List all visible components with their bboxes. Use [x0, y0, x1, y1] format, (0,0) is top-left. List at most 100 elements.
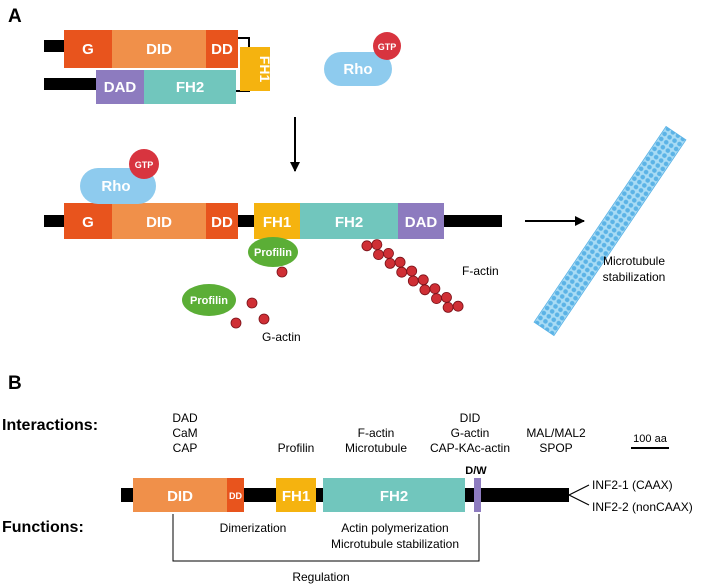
g-actin-label: G-actin [262, 330, 301, 344]
rho-label-free: Rho [343, 61, 372, 78]
g-actin-monomer-3 [258, 313, 270, 325]
f-actin-monomer [442, 301, 454, 313]
isoform-caax-label: INF2-1 (CAAX) [592, 478, 673, 492]
panel-label-a: A [8, 6, 22, 27]
fh2-domain-top [144, 70, 236, 104]
f-actin-monomer [441, 291, 452, 303]
microtubule-body [533, 125, 687, 337]
fh2-label-map: FH2 [380, 488, 408, 505]
dad-domain-top [96, 70, 144, 104]
did-label-top: DID [146, 41, 172, 58]
fh1-label-active: FH1 [263, 214, 291, 231]
backbone-line-top-2 [44, 78, 98, 90]
gtp-circle-bound [129, 149, 159, 179]
dd-domain-map [227, 478, 244, 512]
f-actin-monomer [371, 239, 383, 251]
profilin-bound: Profilin [248, 237, 298, 278]
f-actin-monomer [431, 293, 442, 305]
f-actin-monomer [417, 274, 429, 286]
f-actin-filament [361, 239, 464, 313]
gtp-label-free: GTP [378, 42, 397, 52]
gtp-circle-free [373, 32, 401, 60]
fh2-label-active: FH2 [335, 214, 363, 231]
f-actin-monomer [394, 256, 406, 268]
interaction-dad-gactin: G-actin [451, 426, 490, 440]
g-actin-monomer-2 [230, 317, 242, 329]
interaction-did-cap: CAP [173, 441, 198, 455]
profilin-label-bound: Profilin [254, 247, 292, 259]
f-actin-label: F-actin [462, 264, 499, 278]
interaction-did-cam: CaM [172, 426, 197, 440]
inf2-autoinhibited: G DID DD FH1 DAD FH2 [44, 30, 273, 104]
actin-monomer-on-profilin [276, 266, 288, 278]
profilin-label-free: Profilin [190, 295, 228, 307]
fh1-label-top: FH1 [257, 56, 273, 83]
g-actin-monomer-1 [246, 297, 258, 309]
dad-domain-active [398, 203, 444, 239]
dd-label-active: DD [211, 214, 233, 231]
regulation-bracket [172, 514, 480, 562]
rho-gtp-free: Rho GTP [324, 32, 401, 86]
inf2-active: G DID DD FH1 FH2 DAD [44, 203, 502, 239]
interaction-dad-did: DID [460, 411, 481, 425]
function-dimerization: Dimerization [220, 521, 287, 535]
f-actin-monomer [373, 249, 384, 261]
f-actin-monomer [407, 275, 419, 287]
f-actin-monomer [429, 283, 441, 295]
interaction-fh1-profilin: Profilin [278, 441, 315, 455]
isoform-noncaax-label: INF2-2 (nonCAAX) [592, 500, 693, 514]
functions-header: Functions: [2, 519, 84, 536]
rho-gtp-bound: Rho GTP [80, 149, 159, 204]
fh2-label-top: FH2 [176, 79, 204, 96]
fh1-domain-map [276, 478, 316, 512]
interactions-header: Interactions: [2, 417, 98, 434]
function-actin-polymerization: Actin polymerization [341, 521, 448, 535]
dw-domain-map [474, 478, 481, 512]
interaction-dad-capkac: CAP-KAc-actin [430, 441, 510, 455]
microtubule [533, 125, 687, 337]
dd-domain-top [206, 30, 238, 68]
profilin-shape-free [182, 284, 236, 316]
dd-label-map: DD [229, 491, 242, 501]
function-regulation: Regulation [292, 570, 349, 584]
profilin-free: Profilin [182, 284, 236, 316]
did-label-active: DID [146, 214, 172, 231]
gtp-label-bound: GTP [135, 160, 154, 170]
profilin-shape-bound [248, 237, 298, 267]
interaction-did-dad: DAD [172, 411, 198, 425]
did-label-map: DID [167, 488, 193, 505]
fh2-domain-active [300, 203, 398, 239]
g-domain-top [64, 30, 112, 68]
did-domain-map [133, 478, 227, 512]
isoform-split-lines [568, 484, 590, 506]
interaction-tail-mal: MAL/MAL2 [526, 426, 586, 440]
f-actin-monomer [384, 257, 396, 269]
dw-label-map: D/W [465, 465, 487, 477]
dd-domain-active [206, 203, 238, 239]
microtubule-label-line1: Microtubule [603, 254, 665, 268]
f-actin-monomer [419, 284, 431, 296]
fh1-domain-active [254, 203, 300, 239]
dd-label-top: DD [211, 41, 233, 58]
fh1-domain-top [240, 47, 270, 91]
g-label-top: G [82, 41, 94, 58]
f-actin-monomer [452, 300, 464, 312]
did-domain-top [112, 30, 206, 68]
dad-label-top: DAD [104, 79, 137, 96]
microtubule-label-line2: stabilization [603, 270, 666, 284]
scale-bar-label: 100 aa [633, 433, 668, 445]
f-actin-monomer [361, 240, 373, 252]
interaction-tail-spop: SPOP [539, 441, 572, 455]
function-microtubule-stabilization: Microtubule stabilization [331, 537, 459, 551]
panel-label-b: B [8, 373, 22, 394]
fh1-label-map: FH1 [282, 488, 310, 505]
f-actin-monomer [406, 265, 418, 277]
g-domain-active [64, 203, 112, 239]
rho-label-bound: Rho [101, 178, 130, 195]
fh2-domain-map [323, 478, 465, 512]
g-label-active: G [82, 214, 94, 231]
rho-shape-free [324, 52, 392, 86]
domain-map: DID DD FH1 FH2 D/W [121, 465, 590, 512]
backbone-line-top-1 [44, 40, 68, 52]
interaction-fh2-factin: F-actin [358, 426, 395, 440]
